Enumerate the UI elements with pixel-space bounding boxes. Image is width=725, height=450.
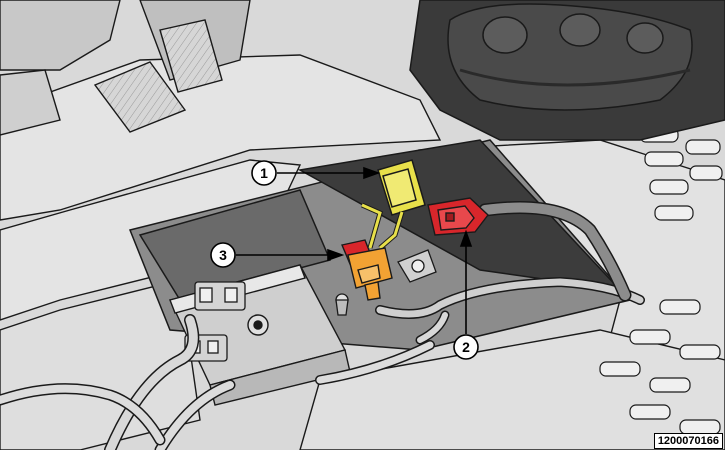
callout-3-number: 3 (219, 247, 227, 263)
callout-3-circle (210, 242, 236, 268)
callout-1-number: 1 (260, 165, 268, 181)
callout-2-circle (453, 334, 479, 360)
orange-red-connector (341, 239, 393, 301)
figure-id-label: 1200070166 (653, 433, 723, 449)
callout-2-arrowhead (459, 229, 473, 247)
callout-leaders (236, 166, 473, 334)
center-console (409, 0, 725, 141)
ground-terminal (335, 249, 437, 316)
callout-1-arrowhead (363, 166, 381, 180)
left-connectors (184, 281, 246, 362)
ground-cable (478, 201, 632, 302)
callout-2-number: 2 (462, 339, 470, 355)
red-cable-connector (427, 197, 489, 236)
callout-1: 1 (251, 160, 277, 186)
callout-1-circle (251, 160, 277, 186)
callout-2: 2 (453, 334, 479, 360)
callout-3-arrowhead (327, 248, 345, 262)
wiring-harness (0, 276, 645, 450)
pedal-assembly (0, 0, 251, 136)
yellow-connector (360, 159, 426, 250)
callout-3: 3 (210, 242, 236, 268)
